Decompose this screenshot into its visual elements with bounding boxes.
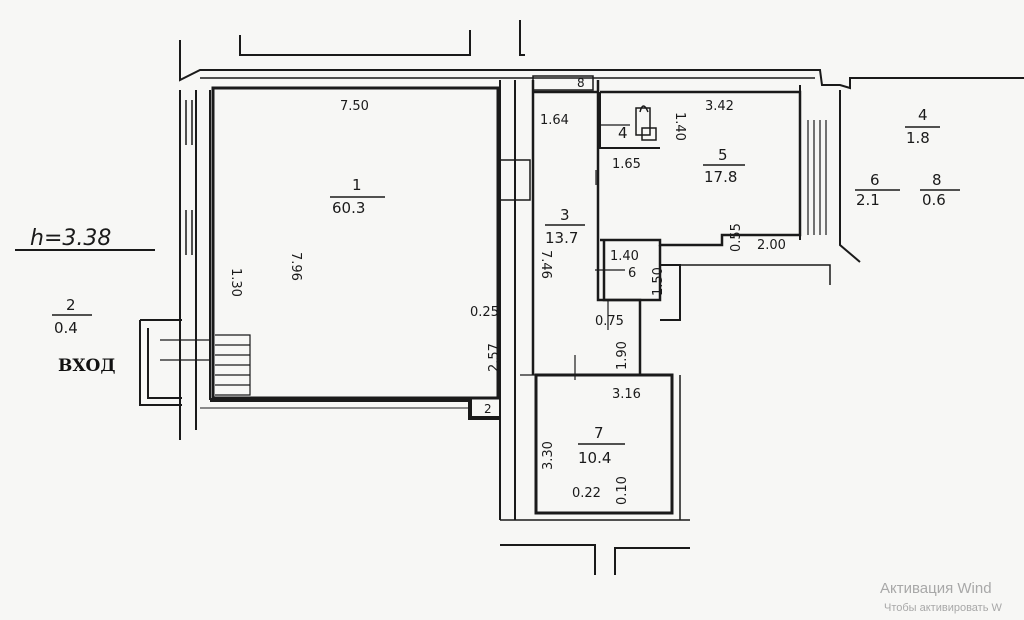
room-7-right-wall: [500, 375, 690, 521]
dimension-ticks: [520, 124, 630, 380]
windows-activation-subtitle: Чтобы активировать W: [884, 602, 1002, 614]
room-6-area: 2.1: [856, 191, 880, 209]
room-6-number: 6: [870, 171, 880, 189]
dim-1-64: 1.64: [540, 113, 569, 128]
entrance-door: [160, 339, 210, 361]
dim-1-50: 1.50: [651, 267, 666, 296]
room-1-outline: [211, 86, 500, 400]
room-8-number: 8: [932, 171, 942, 189]
mark-room-8: 8: [577, 76, 585, 90]
stairs: [215, 334, 251, 396]
dim-1-40-mid: 1.40: [610, 249, 639, 264]
window-right: [807, 120, 827, 235]
dim-7-50: 7.50: [340, 99, 369, 114]
dim-1-40-top: 1.40: [672, 112, 687, 141]
dim-3-16: 3.16: [612, 387, 641, 402]
window-left-1: [185, 100, 193, 255]
room-3-area: 13.7: [545, 229, 578, 247]
sink: [641, 127, 657, 141]
dim-1-90: 1.90: [615, 341, 630, 370]
top-notches: [239, 20, 525, 56]
room-7-area: 10.4: [578, 449, 611, 467]
room-3-number: 3: [560, 206, 570, 224]
mark-room-4: 4: [618, 124, 628, 142]
room-3-outline: [531, 80, 642, 375]
windows-activation-title: Активация Wind: [880, 580, 992, 597]
dim-3-42: 3.42: [705, 99, 734, 114]
room-4-outline: [599, 92, 660, 149]
dim-7-96: 7.96: [288, 252, 303, 281]
dim-1-65: 1.65: [612, 157, 641, 172]
dim-1-30: 1.30: [228, 268, 243, 297]
fraction-bars: [52, 126, 960, 445]
dim-2-57: 2.57: [487, 343, 502, 372]
entrance-label: ВХОД: [58, 356, 116, 376]
corridor-wall-left: [499, 80, 516, 520]
room-5-number: 5: [718, 146, 728, 164]
dim-3-30: 3.30: [541, 441, 556, 470]
room-5-area: 17.8: [704, 168, 737, 186]
room-1-number: 1: [352, 176, 362, 194]
dim-0-25: 0.25: [470, 305, 499, 320]
mark-room-6: 6: [628, 266, 636, 281]
window-mid: [498, 159, 531, 201]
entrance-frame: [139, 319, 182, 406]
room-2-number: 2: [66, 296, 76, 314]
dim-7-46: 7.46: [538, 250, 553, 279]
room-8-box: [532, 75, 594, 91]
room-4-area: 1.8: [906, 129, 930, 147]
dim-2-00: 2.00: [757, 238, 786, 253]
dim-0-75: 0.75: [595, 314, 624, 329]
room-5-lower-wall: [665, 264, 831, 285]
dim-0-22: 0.22: [572, 486, 601, 501]
room-7-outline: [534, 373, 674, 515]
room-1-bottom-wall: [210, 398, 500, 420]
right-wall: [799, 85, 861, 263]
dim-0-10: 0.10: [615, 476, 630, 505]
bottom-notches: [500, 544, 690, 575]
room-2-area: 0.4: [54, 319, 78, 337]
room-1-area: 60.3: [332, 199, 365, 217]
toilet: [635, 105, 651, 136]
left-wall: [179, 90, 211, 440]
room-4-number: 4: [918, 106, 928, 124]
ceiling-height: h=3.38: [30, 226, 111, 251]
outer-wall-top: [179, 40, 1024, 90]
mark-room-2: 2: [484, 402, 492, 416]
room-7-number: 7: [594, 424, 604, 442]
dim-0-55: 0.55: [729, 223, 744, 252]
room-8-area: 0.6: [922, 191, 946, 209]
